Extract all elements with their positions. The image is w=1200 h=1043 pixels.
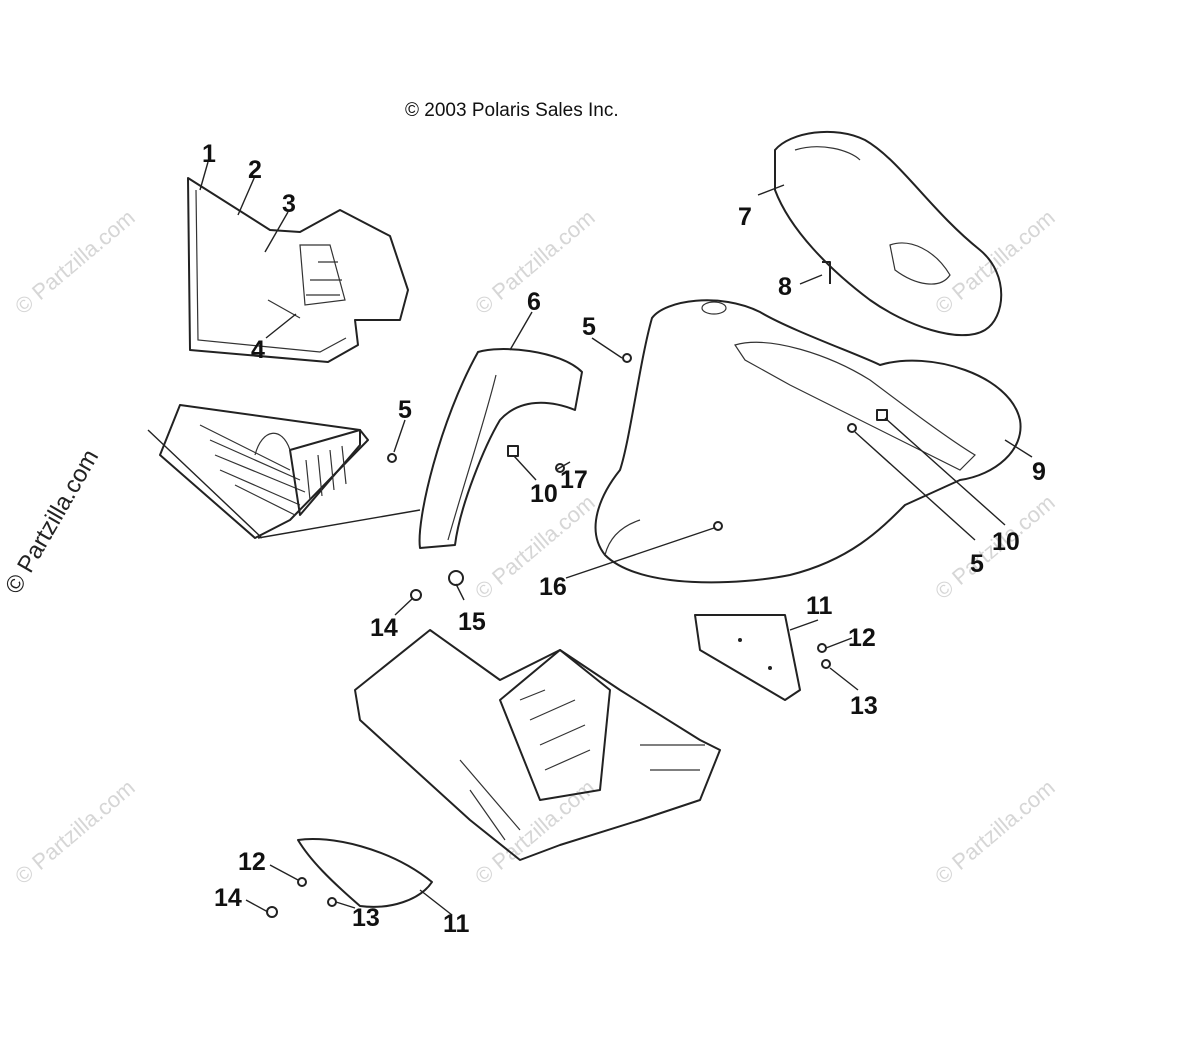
footwell-panel-part [187,177,409,363]
callout-13-bottom: 13 [352,904,380,932]
callout-16: 16 [539,573,567,601]
callout-2: 2 [248,156,262,184]
callout-5-top: 5 [582,313,596,341]
skid-plate-part [297,837,433,908]
callout-8: 8 [778,273,792,301]
callout-12-right: 12 [848,624,876,652]
callout-10-left: 10 [530,480,558,508]
fender-flare-part [418,348,583,549]
callout-11-bottom: 11 [443,910,470,938]
callout-1: 1 [202,140,216,168]
callout-3: 3 [282,190,296,218]
callout-12-bottom: 12 [238,848,266,876]
callout-5-right: 5 [970,550,984,578]
callout-10-right: 10 [992,528,1020,556]
floorboard-part [147,404,421,539]
fastener-hardware [266,261,888,918]
leader-lines [199,161,1033,916]
callout-6: 6 [527,288,541,316]
callout-13-right: 13 [850,692,878,720]
callout-15: 15 [458,608,486,636]
seat-part [774,130,1003,337]
callout-5-left: 5 [398,396,412,424]
callout-14-bottom: 14 [214,884,242,912]
callout-9: 9 [1032,458,1046,486]
splash-panel-part-right [694,614,801,701]
copyright-notice: © 2003 Polaris Sales Inc. [405,100,619,121]
callout-4: 4 [251,336,265,364]
callout-17: 17 [560,466,588,494]
callout-7: 7 [738,203,752,231]
callout-14-top: 14 [370,614,398,642]
frame-part [354,629,721,861]
callout-11-right: 11 [806,592,833,620]
rear-fender-part [594,299,1022,584]
